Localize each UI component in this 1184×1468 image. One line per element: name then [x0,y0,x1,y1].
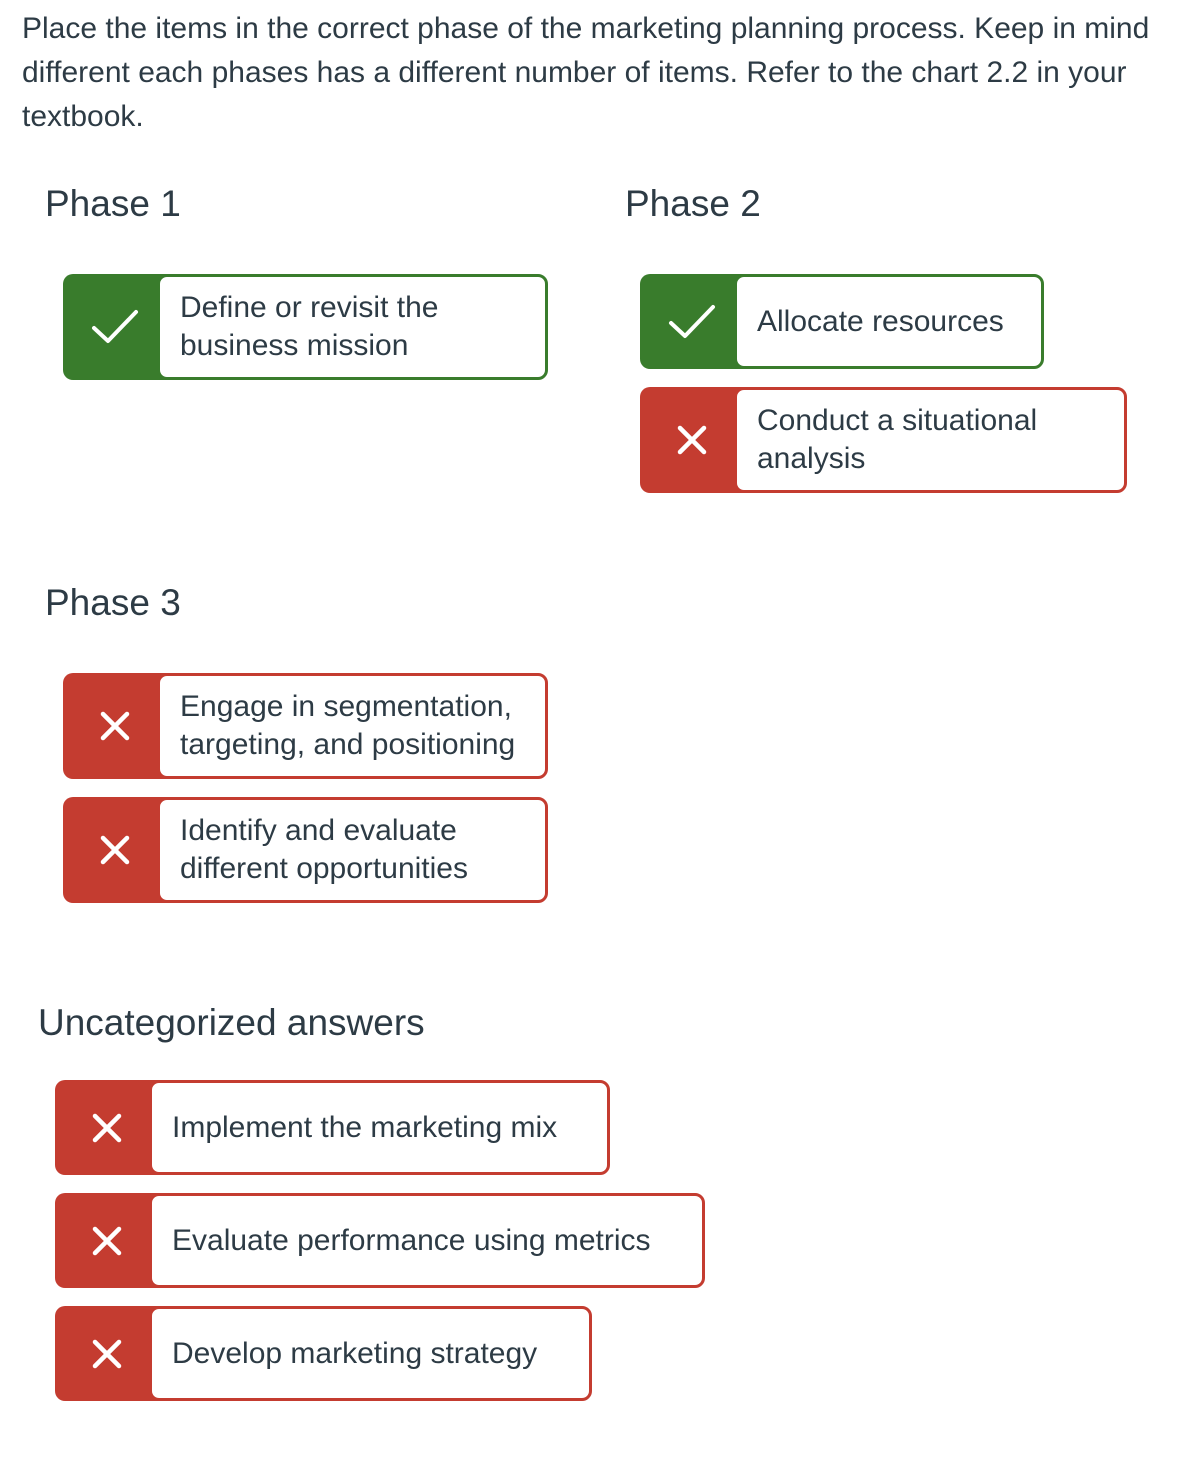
answer-item-situational-analysis[interactable]: Conduct a situational analysis [640,387,1127,493]
answer-item-label: Implement the marketing mix [149,1080,610,1175]
answer-item-implement-marketing-mix[interactable]: Implement the marketing mix [55,1080,610,1175]
x-icon [92,1339,122,1368]
answer-item-label: Identify and evaluate different opportun… [157,797,548,903]
check-icon [92,310,138,343]
status-icon-block [55,1193,159,1288]
phase-2-section: Phase 2 Allocate resources Conduct a sit… [625,184,1184,493]
answer-item-label: Define or revisit the business mission [157,274,548,380]
phase-columns-row: Phase 1 Define or revisit the business m… [0,184,1184,493]
phase-1-section: Phase 1 Define or revisit the business m… [0,184,625,380]
uncategorized-heading: Uncategorized answers [38,1002,425,1043]
phase-1-heading: Phase 1 [45,183,181,224]
phase-3-section: Phase 3 Engage in segmentation, targetin… [0,583,1184,903]
answer-item-allocate-resources[interactable]: Allocate resources [640,274,1044,369]
check-icon [669,304,715,338]
x-icon [677,425,707,455]
answer-item-label: Develop marketing strategy [149,1306,592,1401]
answer-item-develop-marketing-strategy[interactable]: Develop marketing strategy [55,1306,592,1401]
x-icon [100,835,130,865]
status-icon-block [63,797,167,903]
phase-3-heading: Phase 3 [45,582,181,623]
status-icon-block [55,1306,159,1401]
uncategorized-section: Uncategorized answers Implement the mark… [0,1003,1184,1401]
x-icon [100,711,130,741]
answer-item-label: Allocate resources [734,274,1044,369]
status-icon-block [640,274,744,369]
status-icon-block [55,1080,159,1175]
question-instruction: Place the items in the correct phase of … [22,12,1150,133]
answer-item-label: Evaluate performance using metrics [149,1193,705,1288]
status-icon-block [640,387,744,493]
phase-2-heading: Phase 2 [625,183,761,224]
answer-item-segmentation-targeting-positioning[interactable]: Engage in segmentation, targeting, and p… [63,673,548,779]
answer-item-label: Conduct a situational analysis [734,387,1127,493]
x-icon [92,1226,122,1255]
status-icon-block [63,673,167,779]
answer-item-define-mission[interactable]: Define or revisit the business mission [63,274,548,380]
answer-item-identify-evaluate-opportunities[interactable]: Identify and evaluate different opportun… [63,797,548,903]
status-icon-block [63,274,167,380]
answer-item-evaluate-performance-metrics[interactable]: Evaluate performance using metrics [55,1193,705,1288]
answer-item-label: Engage in segmentation, targeting, and p… [157,673,548,779]
x-icon [92,1113,122,1142]
